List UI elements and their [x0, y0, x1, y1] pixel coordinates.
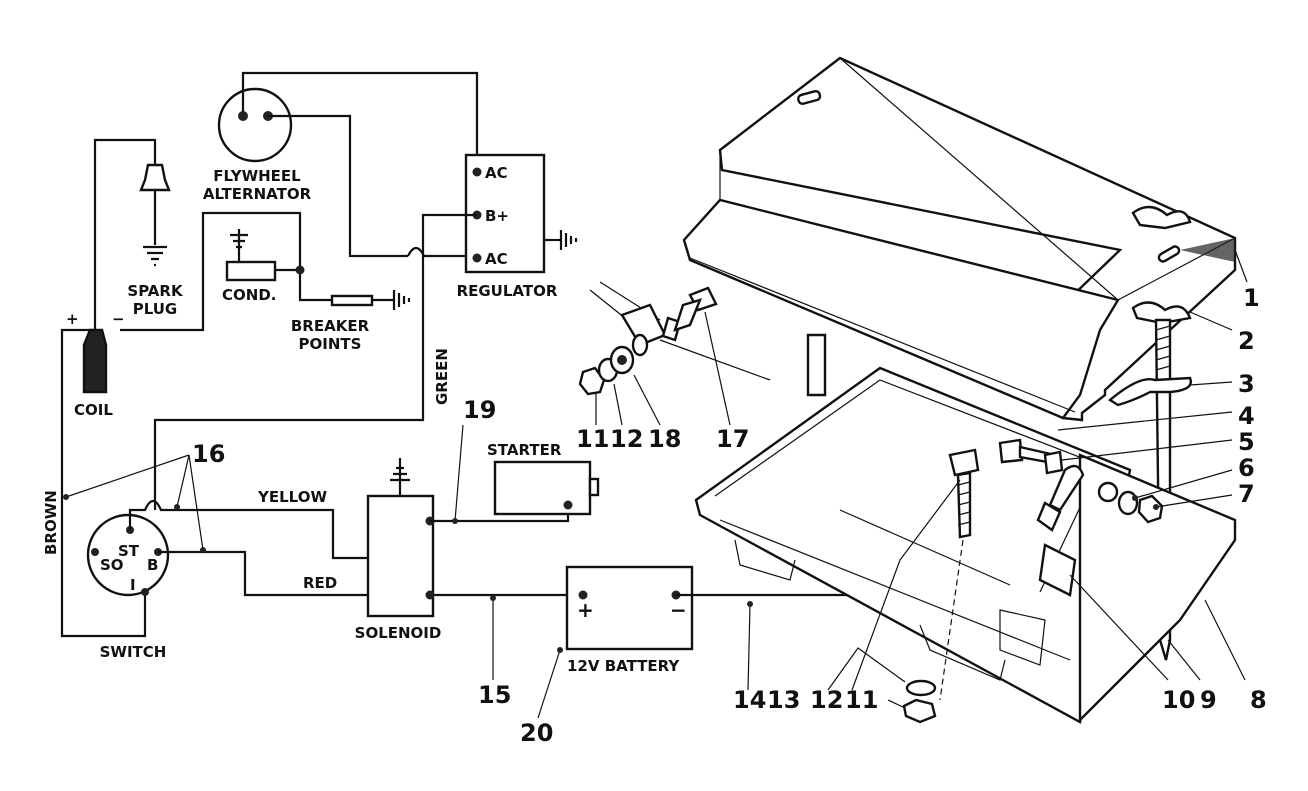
callout-11-top: 11 — [576, 425, 609, 453]
switch-so: SO — [100, 556, 124, 574]
wire-brown-label: BROWN — [42, 490, 60, 555]
switch-b: B — [147, 556, 158, 574]
starter-label: STARTER — [487, 441, 562, 459]
callout-1: 1 — [1243, 284, 1260, 312]
flywheel-alternator-label-2: ALTERNATOR — [203, 185, 312, 203]
condenser: COND. — [222, 229, 300, 304]
callout-5: 5 — [1238, 428, 1255, 456]
condenser-label: COND. — [222, 286, 276, 304]
callout-12-bottom: 12 — [810, 686, 843, 714]
callout-14: 14 — [733, 686, 766, 714]
callout-15: 15 — [478, 681, 511, 709]
flywheel-alternator-label-1: FLYWHEEL — [213, 167, 301, 185]
callout-numbers: 1 2 3 4 5 6 7 8 9 10 11 12 18 17 11 12 1… — [192, 284, 1267, 747]
regulator: AC B+ AC REGULATOR — [457, 153, 578, 300]
battery-box-exploded-view — [63, 56, 1248, 724]
callout-20: 20 — [520, 719, 553, 747]
coil-label: COIL — [74, 401, 113, 419]
callout-2: 2 — [1238, 327, 1255, 355]
coil-minus: − — [112, 310, 125, 328]
breaker-points-label-1: BREAKER — [291, 317, 370, 335]
battery: + − 12V BATTERY — [565, 565, 694, 675]
wire-red-label: RED — [303, 574, 337, 592]
callout-3: 3 — [1238, 370, 1255, 398]
reg-ac-bottom: AC — [485, 250, 508, 268]
callout-11-bottom: 11 — [845, 686, 878, 714]
solenoid: SOLENOID — [355, 458, 442, 642]
battery-minus: − — [670, 598, 687, 622]
switch-st: ST — [118, 542, 140, 560]
callout-8: 8 — [1250, 686, 1267, 714]
reg-bplus: B+ — [485, 207, 509, 225]
solenoid-label: SOLENOID — [355, 624, 442, 642]
callout-12-top: 12 — [610, 425, 643, 453]
flywheel-alternator: FLYWHEEL ALTERNATOR — [203, 87, 312, 203]
starter: STARTER — [487, 441, 600, 516]
switch-i: I — [130, 576, 136, 594]
wire-yellow-label: YELLOW — [257, 488, 327, 506]
wire-green-label: GREEN — [433, 348, 451, 405]
spark-plug: SPARK PLUG — [93, 138, 184, 330]
callout-19: 19 — [463, 396, 496, 424]
callout-18: 18 — [648, 425, 681, 453]
callout-13: 13 — [767, 686, 800, 714]
callout-4: 4 — [1238, 402, 1255, 430]
spark-plug-label-2: PLUG — [133, 300, 178, 318]
callout-10: 10 — [1162, 686, 1195, 714]
coil: + − COIL — [66, 310, 125, 419]
callout-9: 9 — [1200, 686, 1217, 714]
coil-plus: + — [66, 310, 79, 328]
spark-plug-label-1: SPARK — [127, 282, 184, 300]
schematic: FLYWHEEL ALTERNATOR AC B+ AC REGULATOR G… — [42, 71, 1050, 675]
reg-ac-top: AC — [485, 164, 508, 182]
callout-17: 17 — [716, 425, 749, 453]
breaker-points: BREAKER POINTS — [291, 290, 411, 353]
callout-16: 16 — [192, 440, 225, 468]
breaker-points-label-2: POINTS — [299, 335, 362, 353]
callout-7: 7 — [1238, 480, 1255, 508]
battery-label: 12V BATTERY — [567, 657, 680, 675]
battery-plus: + — [577, 598, 594, 622]
switch-label: SWITCH — [100, 643, 167, 661]
callout-6: 6 — [1238, 454, 1255, 482]
ignition-switch: ST SO B I SWITCH — [86, 513, 170, 661]
regulator-label: REGULATOR — [457, 282, 558, 300]
